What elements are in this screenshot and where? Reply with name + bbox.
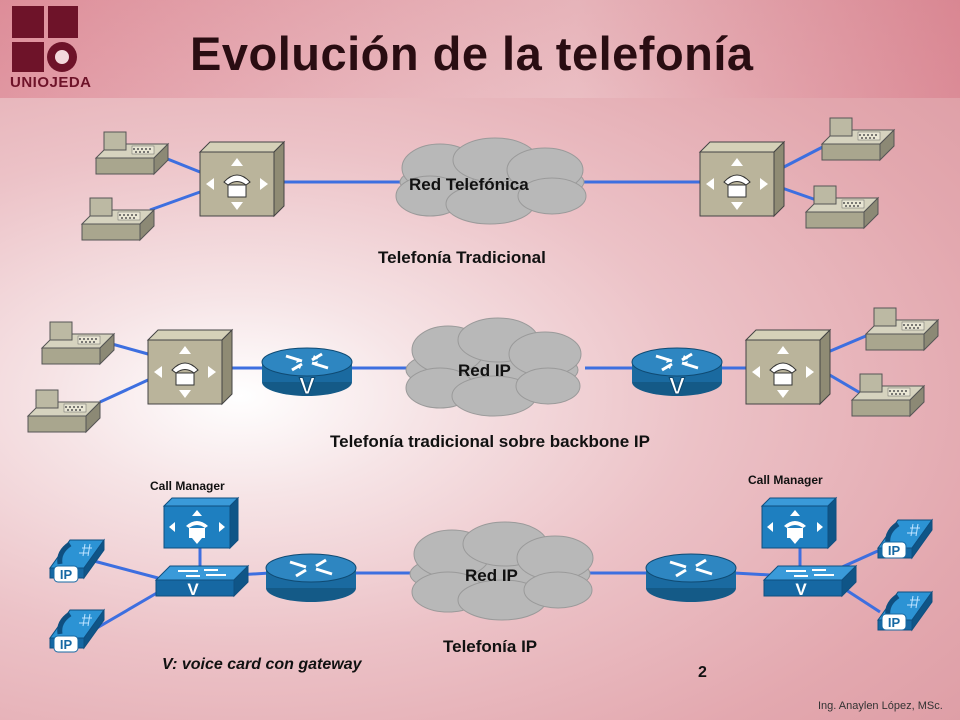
voice-card-badge: V [669,373,685,400]
ip-badges [53,541,907,653]
cloud-label-red-ip: Red IP [465,566,518,585]
pbx-switch-icon [699,141,785,217]
ip-badge: IP [60,567,73,582]
analog-phone-icon [95,131,169,175]
logo-text: UNIOJEDA [10,74,92,91]
voice-card-badge: V [795,580,807,599]
analog-phone-icon [805,185,879,229]
call-manager-label-left: Call Manager [150,479,225,493]
header-band [0,0,960,98]
page-title: Evolución de la telefonía [190,27,754,80]
ip-badge: IP [888,615,901,630]
router-icon [264,552,358,604]
analog-phone-icon [41,321,115,365]
cloud-red-ip-backbone [405,317,582,417]
uniojeda-logo [12,6,78,72]
cloud-label-red-telefonica: Red Telefónica [409,175,529,194]
ip-badge: IP [888,543,901,558]
voice-switch-icon [155,565,249,597]
analog-phone-icon [81,197,155,241]
pbx-switch-icon [745,329,831,405]
analog-phone-icon [27,389,101,433]
analog-phone-icon [851,373,925,417]
page-number: 2 [698,664,707,681]
call-manager-icon [163,497,239,549]
caption-telefonia-tradicional: Telefonía Tradicional [378,248,546,267]
call-manager-icon [761,497,837,549]
call-manager-label-right: Call Manager [748,473,823,487]
analog-phone-icon [865,307,939,351]
voice-switch-icon [763,565,857,597]
cloud-red-telefonica [395,137,587,225]
cloud-label-red-ip-backbone: Red IP [458,361,511,380]
analog-phone-icon [821,117,895,161]
caption-telefonia-ip: Telefonía IP [443,637,538,656]
voice-card-badge: V [187,580,199,599]
ip-badge: IP [60,637,73,652]
voice-card-badge: V [299,373,315,400]
router-icon [644,552,738,604]
pbx-switch-icon [147,329,233,405]
author-credit: Ing. Anaylen López, MSc. [818,700,943,712]
cloud-red-ip [409,521,594,621]
caption-backbone-ip: Telefonía tradicional sobre backbone IP [330,432,650,451]
voice-card-note: V: voice card con gateway [162,656,362,673]
pbx-switch-icon [199,141,285,217]
